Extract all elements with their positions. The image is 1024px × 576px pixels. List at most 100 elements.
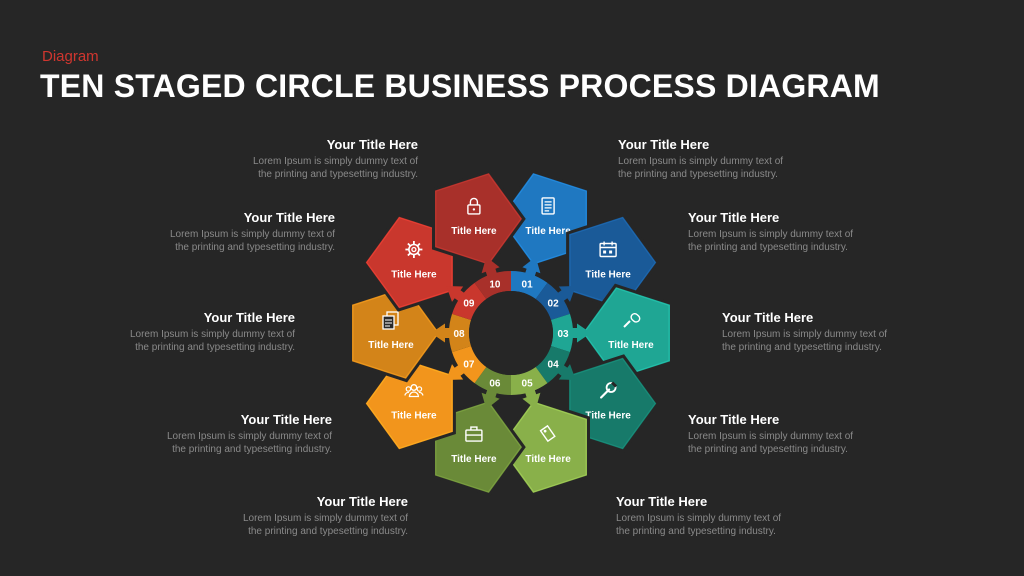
gear-icon bbox=[405, 241, 423, 258]
block-desc-line1: Lorem Ipsum is simply dummy text of bbox=[688, 431, 854, 442]
lock-icon bbox=[467, 197, 481, 215]
ring-segment bbox=[452, 345, 487, 384]
block-desc-line2: the printing and typesetting industry. bbox=[258, 169, 418, 180]
text-block-06: Your Title Here Lorem Ipsum is simply du… bbox=[218, 494, 408, 538]
block-title: Your Title Here bbox=[616, 494, 708, 509]
block-desc-line2: the printing and typesetting industry. bbox=[688, 242, 848, 253]
block-desc-line2: the printing and typesetting industry. bbox=[135, 342, 295, 353]
block-desc-line2: the printing and typesetting industry. bbox=[248, 526, 408, 537]
block-desc-line2: the printing and typesetting industry. bbox=[618, 169, 778, 180]
stage-04-label: Title Here bbox=[585, 411, 631, 422]
stage-02-segment: 02 bbox=[535, 282, 576, 321]
ring-arrow bbox=[571, 323, 591, 343]
stage-02-number: 02 bbox=[548, 298, 560, 309]
block-desc-line1: Lorem Ipsum is simply dummy text of bbox=[242, 513, 408, 524]
block-title: Your Title Here bbox=[688, 412, 780, 427]
ring-segment bbox=[535, 282, 570, 321]
stage-03-label: Title Here bbox=[608, 340, 654, 351]
stage-05-label: Title Here bbox=[525, 454, 571, 465]
briefcase-icon bbox=[465, 426, 483, 442]
stage-08-segment: 08 bbox=[431, 313, 472, 353]
block-title: Your Title Here bbox=[722, 310, 814, 325]
block-desc-line1: Lorem Ipsum is simply dummy text of bbox=[169, 229, 335, 240]
stage-10-segment: 10 bbox=[474, 256, 511, 300]
ring-segment bbox=[452, 282, 487, 321]
text-block-08: Your Title Here Lorem Ipsum is simply du… bbox=[105, 310, 295, 354]
stage-10-number: 10 bbox=[489, 280, 501, 291]
stage-10-pentagon: Title Here bbox=[432, 169, 526, 269]
block-title: Your Title Here bbox=[203, 310, 295, 325]
ring-segment bbox=[474, 366, 511, 395]
block-desc-line1: Lorem Ipsum is simply dummy text of bbox=[722, 329, 888, 340]
block-title: Your Title Here bbox=[618, 137, 710, 152]
stage-04-segment: 04 bbox=[535, 345, 576, 384]
block-title: Your Title Here bbox=[688, 210, 780, 225]
block-desc-line1: Lorem Ipsum is simply dummy text of bbox=[688, 229, 854, 240]
text-block-01: Your Title Here Lorem Ipsum is simply du… bbox=[618, 137, 808, 181]
ring-segment bbox=[511, 271, 548, 300]
stage-01-segment: 01 bbox=[511, 256, 548, 300]
stage-05-number: 05 bbox=[522, 379, 534, 390]
stage-09-number: 09 bbox=[463, 298, 475, 309]
calendar-icon bbox=[599, 241, 617, 258]
ring-arrow bbox=[446, 286, 466, 302]
tag-icon bbox=[539, 424, 556, 443]
text-block-09: Your Title Here Lorem Ipsum is simply du… bbox=[145, 210, 335, 254]
stage-05-segment: 05 bbox=[511, 366, 548, 410]
ring-arrow bbox=[556, 286, 576, 302]
stage-03-number: 03 bbox=[557, 329, 569, 340]
text-block-07: Your Title Here Lorem Ipsum is simply du… bbox=[142, 412, 332, 456]
stage-06-number: 06 bbox=[489, 379, 501, 390]
stage-08-number: 08 bbox=[453, 329, 465, 340]
stage-08-label: Title Here bbox=[368, 340, 414, 351]
stage-09-label: Title Here bbox=[391, 270, 437, 281]
stage-01-label: Title Here bbox=[525, 226, 571, 237]
ring-segment bbox=[511, 366, 548, 395]
ring-arrow bbox=[556, 364, 576, 380]
block-desc-line2: the printing and typesetting industry. bbox=[688, 444, 848, 455]
block-title: Your Title Here bbox=[240, 412, 332, 427]
center-hole bbox=[469, 291, 553, 375]
stage-10-label: Title Here bbox=[451, 226, 497, 237]
stage-07-label: Title Here bbox=[391, 411, 437, 422]
pentagon-border bbox=[435, 173, 522, 265]
stage-06-segment: 06 bbox=[474, 366, 511, 410]
stage-01-number: 01 bbox=[522, 280, 534, 291]
stage-07-number: 07 bbox=[463, 360, 475, 371]
microphone-icon bbox=[623, 312, 641, 328]
stage-09-segment: 09 bbox=[446, 282, 487, 321]
block-desc-line1: Lorem Ipsum is simply dummy text of bbox=[129, 329, 295, 340]
ring-arrow bbox=[431, 323, 451, 343]
block-desc-line1: Lorem Ipsum is simply dummy text of bbox=[616, 513, 782, 524]
block-title: Your Title Here bbox=[316, 494, 408, 509]
stage-04-number: 04 bbox=[548, 360, 560, 371]
pentagon-shape bbox=[432, 169, 526, 269]
block-desc-line1: Lorem Ipsum is simply dummy text of bbox=[252, 156, 418, 167]
stage-02-label: Title Here bbox=[585, 270, 631, 281]
category-tag: Diagram bbox=[42, 48, 99, 65]
block-desc-line2: the printing and typesetting industry. bbox=[616, 526, 776, 537]
block-desc-line1: Lorem Ipsum is simply dummy text of bbox=[166, 431, 332, 442]
wrench-icon bbox=[599, 381, 618, 399]
ring-segment bbox=[449, 313, 472, 353]
ring-arrow bbox=[522, 388, 541, 410]
ring-segment bbox=[535, 345, 570, 384]
block-desc-line2: the printing and typesetting industry. bbox=[175, 242, 335, 253]
block-title: Your Title Here bbox=[243, 210, 335, 225]
ring-arrow bbox=[446, 364, 466, 380]
stage-06-label: Title Here bbox=[451, 454, 497, 465]
ring-arrow bbox=[481, 256, 500, 278]
ring-segment bbox=[550, 313, 574, 353]
stage-03-segment: 03 bbox=[550, 313, 591, 353]
page-title: TEN STAGED CIRCLE BUSINESS PROCESS DIAGR… bbox=[40, 68, 880, 104]
team-icon bbox=[404, 384, 424, 398]
text-block-10: Your Title Here Lorem Ipsum is simply du… bbox=[228, 137, 418, 181]
block-title: Your Title Here bbox=[326, 137, 418, 152]
stage-07-segment: 07 bbox=[446, 345, 487, 384]
ring-segment bbox=[474, 271, 511, 300]
block-desc-line1: Lorem Ipsum is simply dummy text of bbox=[618, 156, 784, 167]
text-block-04: Your Title Here Lorem Ipsum is simply du… bbox=[688, 412, 878, 456]
text-block-05: Your Title Here Lorem Ipsum is simply du… bbox=[616, 494, 806, 538]
text-block-03: Your Title Here Lorem Ipsum is simply du… bbox=[722, 310, 912, 354]
